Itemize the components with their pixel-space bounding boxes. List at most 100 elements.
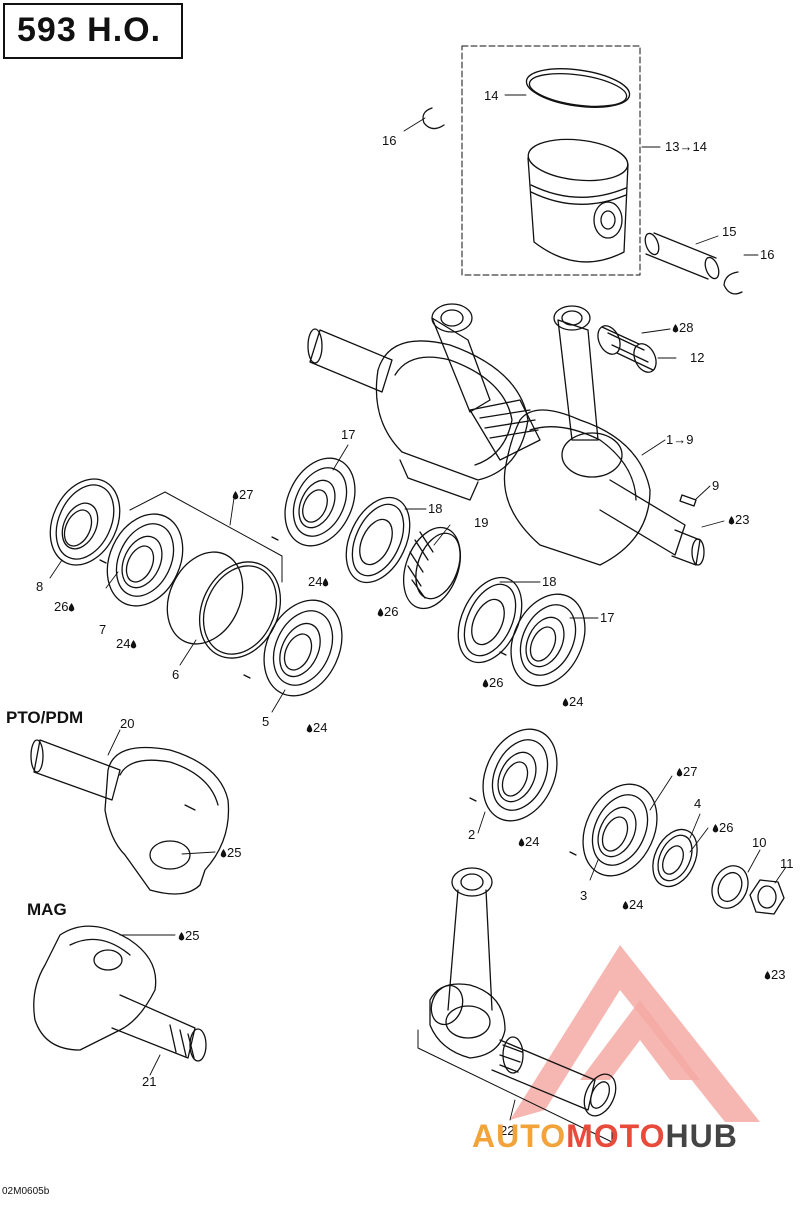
crankshaft-half-pto: [30, 739, 230, 895]
callout-3: 3: [580, 888, 588, 903]
callout-26-mid: 26: [377, 605, 398, 619]
lubricant-icon: [306, 724, 313, 733]
callout-15: 15: [722, 224, 737, 239]
oil-seal-pto: [49, 478, 121, 566]
lubricant-icon: [482, 679, 489, 688]
callout-22: 22: [500, 1123, 515, 1138]
callout-17-top: 17: [341, 427, 356, 442]
pin-27: [271, 536, 279, 541]
callout-5: 5: [262, 714, 270, 729]
callout-16-top: 16: [382, 133, 397, 148]
watermark-text: AUTOMOTOHUB: [472, 1118, 738, 1155]
section-label-mag: MAG: [27, 900, 67, 919]
callout-2: 2: [468, 827, 476, 842]
pin-3: [569, 851, 577, 856]
callout-7: 7: [99, 622, 107, 637]
lubricant-icon: [676, 768, 683, 777]
callout-26-right: 26: [712, 821, 733, 835]
callout-24-bearing-3: 24: [622, 898, 643, 912]
callout-21: 21: [142, 1074, 157, 1089]
circlip-upper: [422, 107, 445, 130]
callout-26-right-text: 26: [719, 820, 734, 835]
callout-24-left-text: 24: [116, 636, 131, 651]
callout-26-lower-text: 26: [489, 675, 504, 690]
callout-8: 8: [36, 579, 44, 594]
connecting-rod-assembly: [417, 867, 617, 1143]
lubricant-icon: [377, 608, 384, 617]
drive-gear: [403, 526, 461, 610]
lubricant-icon: [69, 603, 75, 612]
callout-13-14: 13→14: [665, 139, 707, 154]
watermark-logo: [510, 945, 760, 1122]
lubricant-icon: [178, 932, 185, 941]
callout-24-upper-text: 24: [308, 574, 323, 589]
ball-bearing-2: [482, 728, 558, 822]
watermark-text-part1: AUTO: [472, 1118, 567, 1154]
callout-20: 20: [120, 716, 135, 731]
callout-24-bearing-2: 24: [518, 835, 539, 849]
callout-6: 6: [172, 667, 180, 682]
callout-12: 12: [690, 350, 705, 365]
callout-11: 11: [780, 856, 794, 871]
crankshaft-half-mag: [33, 925, 207, 1062]
lubricant-icon: [323, 578, 329, 587]
title-box: 593 H.O.: [3, 3, 183, 59]
callout-27-right: 27: [676, 765, 697, 779]
piston-pin: [644, 232, 720, 280]
callout-23-nut: 23: [764, 968, 785, 982]
callout-24-bearing-5-text: 24: [313, 720, 328, 735]
callout-23-top-text: 23: [735, 512, 750, 527]
pin-2: [469, 797, 477, 802]
washer: [711, 865, 749, 909]
drawing-code: 02M0605b: [2, 1186, 50, 1197]
pin-17-lower: [499, 651, 507, 656]
callout-1-9: 1→9: [666, 432, 694, 447]
callout-26-lower: 26: [482, 676, 503, 690]
ball-bearing-5: [263, 599, 343, 697]
circlip-lower: [723, 271, 743, 295]
needle-bearing-small-end: [597, 325, 657, 373]
piston-kit-box: [461, 45, 641, 276]
oil-seal-18-upper: [345, 496, 411, 584]
callout-17-lower: 17: [600, 610, 615, 625]
callout-24-lower: 24: [562, 695, 583, 709]
lubricant-icon: [712, 824, 719, 833]
callout-19: 19: [474, 515, 489, 530]
callout-24-upper: 24: [308, 575, 329, 589]
leader-bracket-27: [129, 491, 283, 583]
callout-27-left: 27: [232, 488, 253, 502]
callout-14: 14: [484, 88, 499, 103]
ball-bearing-17-lower: [510, 593, 586, 687]
callout-16-right: 16: [760, 247, 775, 262]
section-label-pto: PTO/PDM: [6, 708, 84, 727]
oil-seal-18-lower: [457, 576, 523, 664]
callout-26-left: 26: [54, 600, 75, 614]
callout-25-pto-text: 25: [227, 845, 242, 860]
ball-bearing-17-upper: [284, 457, 356, 547]
oil-seal-mag: [652, 828, 698, 888]
callout-24-bearing-2-text: 24: [525, 834, 540, 849]
ball-bearing-7: [106, 513, 184, 607]
piston: [527, 138, 629, 263]
watermark-text-part3: HUB: [665, 1118, 738, 1154]
callout-23-top: 23: [728, 513, 749, 527]
leader-lines: [49, 94, 787, 1121]
lubricant-icon: [131, 640, 137, 649]
callout-28: 28: [672, 321, 693, 335]
callout-24-lower-text: 24: [569, 694, 584, 709]
callout-10: 10: [752, 835, 767, 850]
callout-9: 9: [712, 478, 720, 493]
callout-4: 4: [694, 796, 702, 811]
lubricant-icon: [622, 901, 629, 910]
lubricant-icon: [764, 971, 771, 980]
watermark-text-part2: MOTO: [566, 1118, 666, 1154]
lubricant-icon: [232, 491, 239, 500]
callout-24-bearing-5: 24: [306, 721, 327, 735]
piston-ring: [525, 68, 631, 108]
lubricant-icon: [220, 849, 227, 858]
page-title: 593 H.O.: [17, 11, 162, 49]
callout-27-right-text: 27: [683, 764, 698, 779]
retaining-rings: [166, 551, 282, 659]
